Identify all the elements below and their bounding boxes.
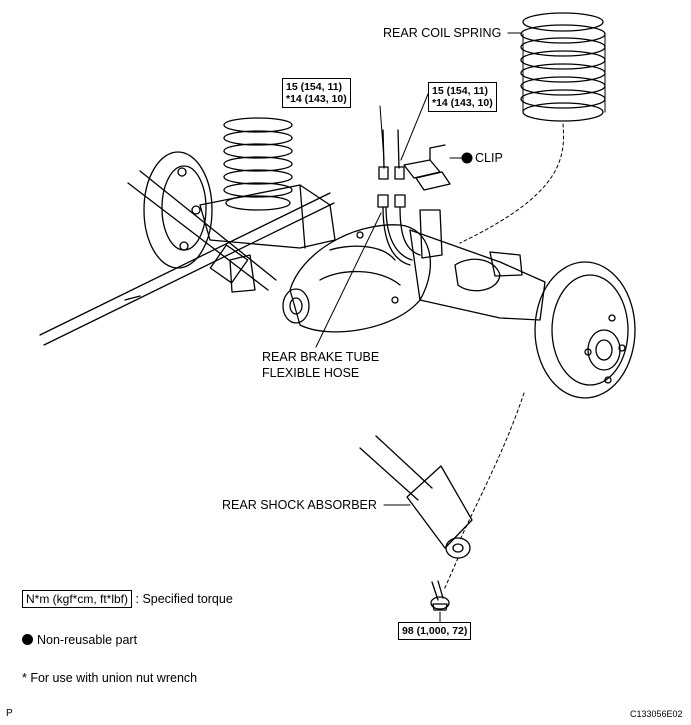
clip-label: CLIP — [475, 151, 503, 165]
torque-right-line1: 15 (154, 11) — [432, 85, 489, 97]
rear-coil-spring-label: REAR COIL SPRING — [383, 26, 502, 40]
axle-housing-right — [409, 209, 546, 321]
legend-torque: N*m (kgf*cm, ft*lbf) : Specified torque — [22, 590, 233, 608]
torque-box-right: 15 (154, 11) *14 (143, 10) — [428, 82, 497, 112]
legend-non-reusable: Non-reusable part — [22, 633, 137, 648]
torque-box-left: 15 (154, 11) *14 (143, 10) — [282, 78, 351, 108]
right-drum-drawing — [534, 261, 636, 399]
brake-hose-drawing — [377, 129, 421, 266]
torque-left-line1: 15 (154, 11) — [286, 81, 343, 93]
torque-bolt-value: 98 (1,000, 72) — [402, 625, 468, 637]
clip-drawing — [403, 144, 451, 191]
shock-bolt-drawing — [430, 580, 450, 611]
rear-shock-absorber-label: REAR SHOCK ABSORBER — [222, 498, 377, 512]
lateral-rod-drawing — [39, 192, 335, 346]
differential-drawing — [282, 224, 432, 333]
rear-shock-absorber-drawing — [359, 435, 473, 559]
footer-left-mark: P — [6, 708, 13, 719]
legend-non-reusable-text: Non-reusable part — [37, 633, 138, 647]
torque-box-bolt: 98 (1,000, 72) — [398, 622, 472, 640]
legend-unit-desc: : Specified torque — [135, 592, 233, 606]
legend-unit-box: N*m (kgf*cm, ft*lbf) — [22, 590, 133, 608]
brake-tube-label-line2: FLEXIBLE HOSE — [262, 366, 360, 380]
clip-nonreusable-dot — [461, 152, 473, 164]
left-installed-spring-drawing — [223, 117, 293, 211]
brake-tube-label-line1: REAR BRAKE TUBE — [262, 350, 380, 364]
left-shock-drawing — [127, 170, 277, 291]
rear-coil-spring-drawing — [520, 12, 606, 122]
figure-code: C133056E02 — [630, 709, 683, 719]
torque-left-line2: *14 (143, 10) — [286, 93, 347, 105]
torque-right-line2: *14 (143, 10) — [432, 97, 493, 109]
non-reusable-dot-icon — [22, 634, 33, 645]
legend-union-note: * For use with union nut wrench — [22, 671, 198, 685]
